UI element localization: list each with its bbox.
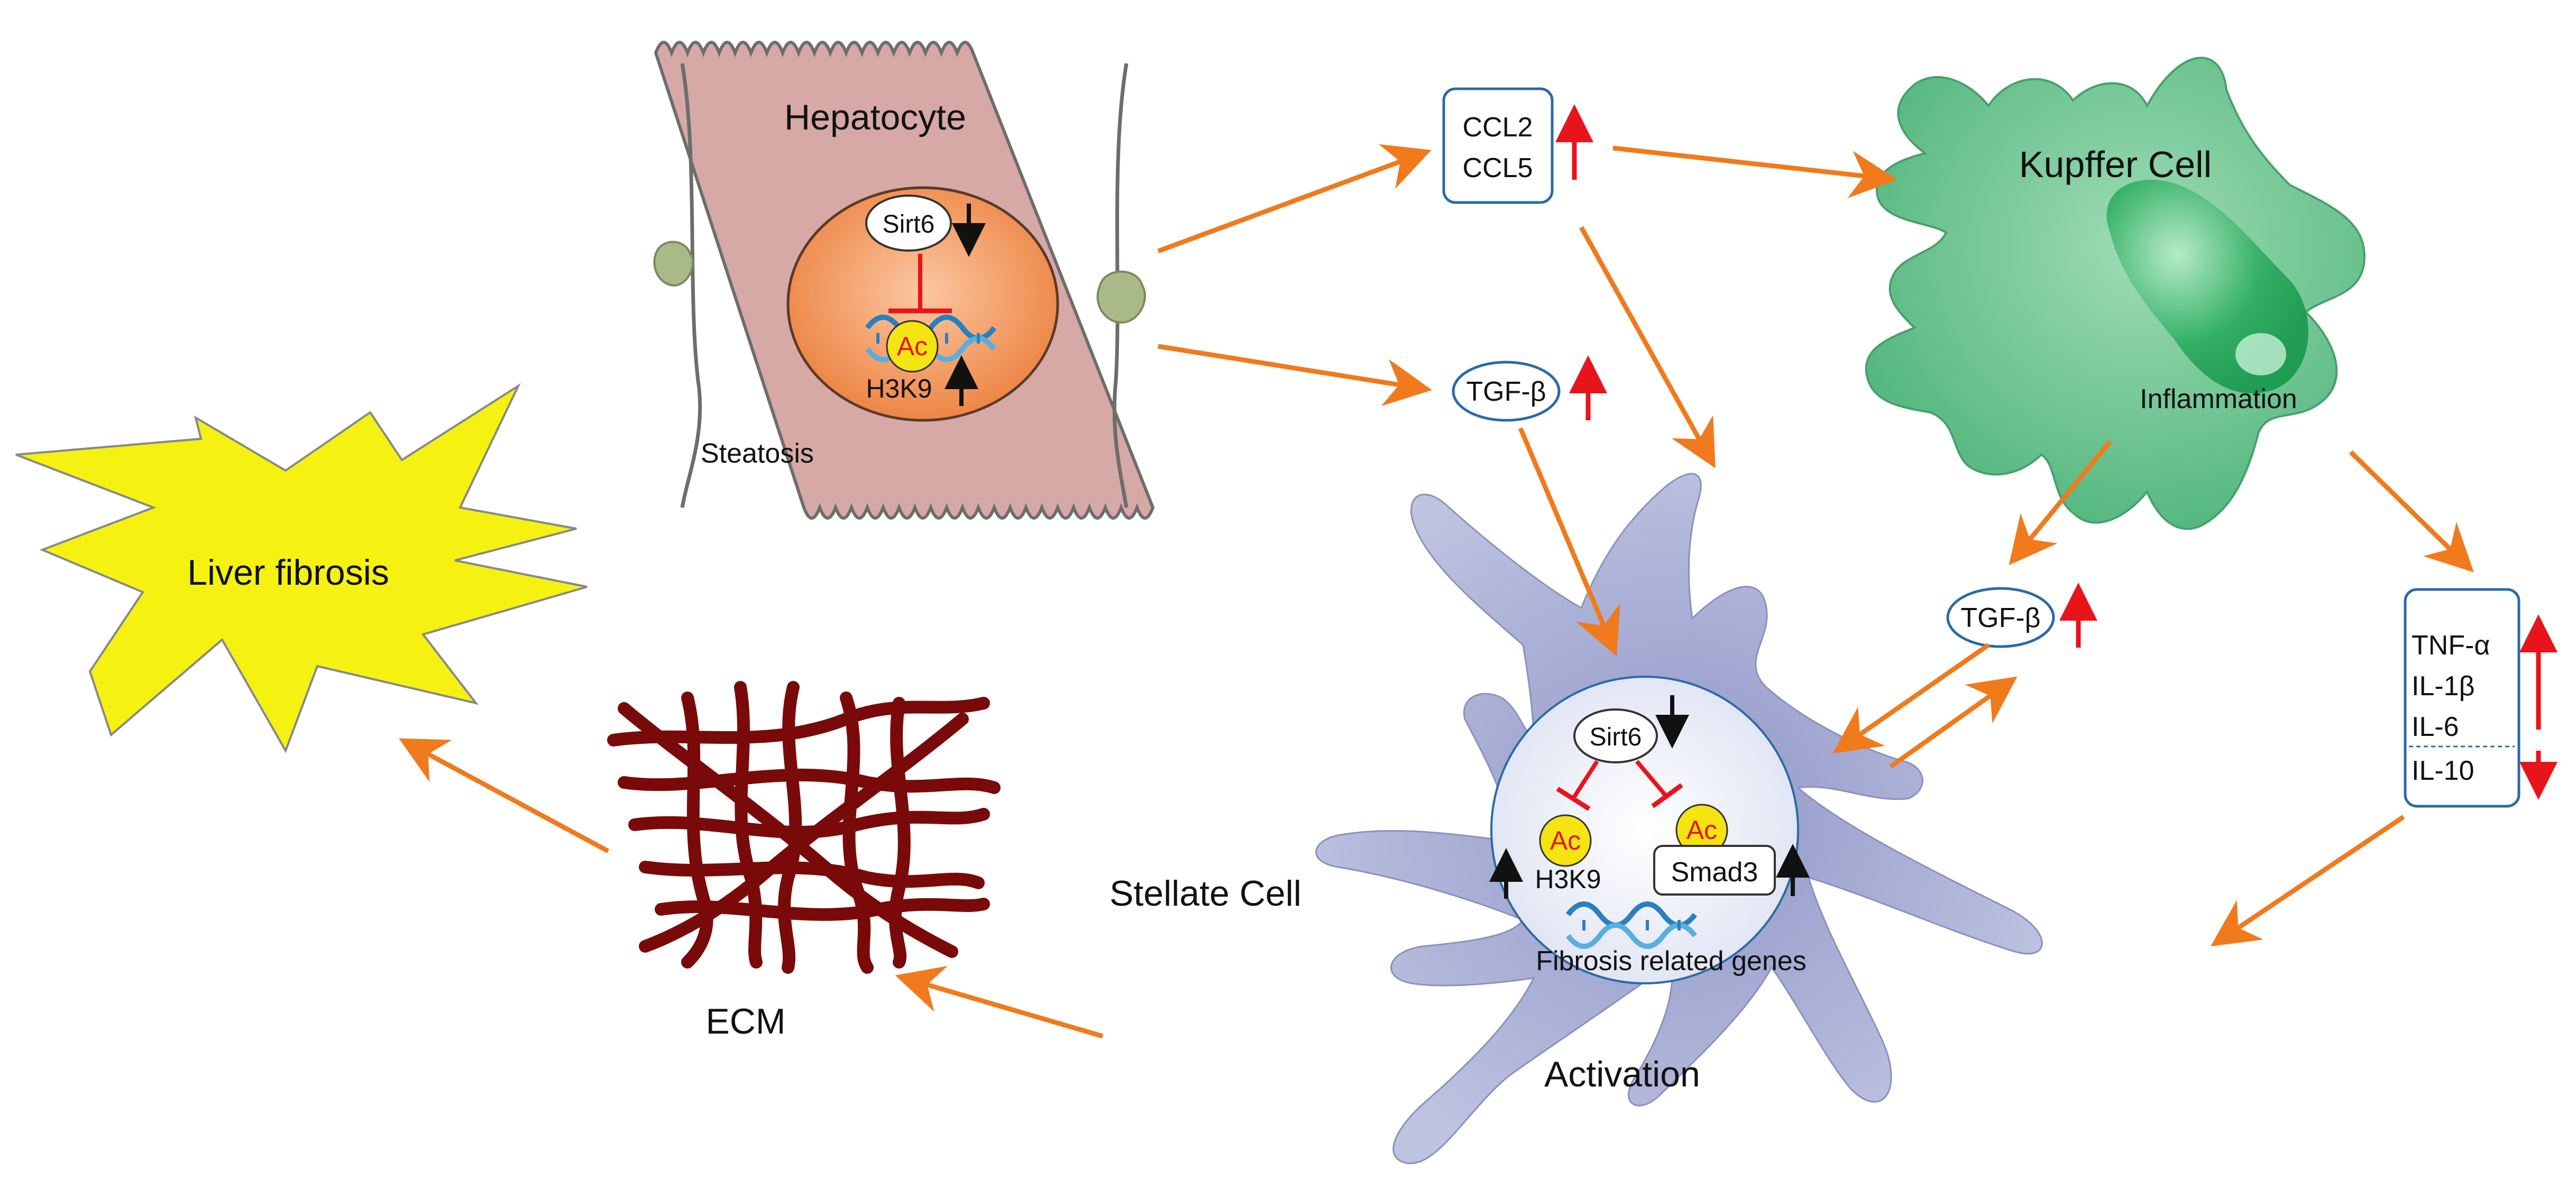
hepatocyte-title: Hepatocyte bbox=[784, 97, 966, 137]
flow-arrow-icon bbox=[1889, 676, 2018, 769]
stellate-nucleus bbox=[1490, 676, 1799, 984]
hepatocyte-condition-label: Steatosis bbox=[701, 438, 814, 469]
inhibition-icon bbox=[1556, 760, 1599, 811]
stellate-title: Stellate Cell bbox=[1110, 873, 1301, 914]
stellate-histone-acetyl-badge bbox=[1539, 814, 1592, 867]
hepatocyte-left-membrane bbox=[680, 63, 702, 508]
flow-arrow-icon bbox=[1158, 344, 1432, 407]
stellate-smad-acetyl-label: Ac bbox=[1686, 815, 1717, 845]
tgf-beta-hepatocyte: TGF-β bbox=[1452, 355, 1607, 422]
kupffer-body bbox=[1865, 57, 2366, 530]
stellate-histone-acetyl-label: Ac bbox=[1550, 826, 1581, 855]
tight-junction-left bbox=[653, 241, 694, 287]
stellate-state: Activation bbox=[1544, 1054, 1700, 1094]
smad3-box bbox=[1653, 845, 1776, 896]
cytokine-il1b: IL-1β bbox=[2412, 671, 2475, 702]
kupffer-nucleolus bbox=[2235, 333, 2286, 375]
hepatocyte-cell: Hepatocyte Sirt6 Ac H3K9 Steatosis bbox=[653, 41, 1155, 520]
cytokine-box: TNF-α IL-1β IL-6 IL-10 bbox=[2404, 588, 2557, 808]
flow-arrow-icon bbox=[2349, 450, 2474, 573]
tgf-beta-hepatocyte-label: TGF-β bbox=[1466, 376, 1546, 407]
stellate-smad-label: Smad3 bbox=[1671, 857, 1758, 888]
flow-arrow-icon bbox=[1832, 643, 1990, 754]
stellate-genes-label: Fibrosis related genes bbox=[1536, 946, 1807, 976]
liver-fibrosis-star bbox=[15, 383, 588, 753]
flow-arrow-icon bbox=[2009, 440, 2112, 565]
cytokine-tnf: TNF-α bbox=[2412, 630, 2490, 661]
chemokine-ccl5: CCL5 bbox=[1463, 153, 1533, 183]
liver-fibrosis-label: Liver fibrosis bbox=[187, 552, 389, 593]
stellate-cell: Sirt6 Ac Ac H3K9 Smad3 Fibrosis related … bbox=[1110, 473, 2043, 1164]
flow-arrow-icon bbox=[399, 738, 610, 853]
dna-icon bbox=[1566, 901, 1697, 949]
cytokine-il10: IL-10 bbox=[2412, 755, 2474, 786]
hepatocyte-right-membrane bbox=[1112, 63, 1129, 508]
ecm-fibers bbox=[607, 681, 1001, 974]
flow-arrow-icon bbox=[1612, 145, 1897, 198]
stellate-sirt6-label: Sirt6 bbox=[1590, 723, 1642, 751]
hepatocyte-acetyl-badge bbox=[886, 320, 939, 373]
hepatocyte-sirt6-oval bbox=[865, 195, 952, 252]
kupffer-state: Inflammation bbox=[2140, 384, 2297, 414]
flow-arrow-icon bbox=[895, 966, 1104, 1039]
hepatocyte-histone-label: H3K9 bbox=[866, 374, 932, 403]
hepatocyte-acetyl-label: Ac bbox=[897, 331, 928, 361]
kupffer-title: Kupffer Cell bbox=[2019, 144, 2212, 185]
cytokine-il6: IL-6 bbox=[2412, 712, 2459, 742]
chemokine-box: CCL2 CCL5 bbox=[1442, 87, 1593, 204]
inhibition-icon bbox=[1635, 760, 1683, 808]
inhibition-icon bbox=[888, 254, 952, 314]
tgf-beta-kupffer: TGF-β bbox=[1946, 583, 2097, 648]
tight-junction-right bbox=[1096, 270, 1146, 324]
tgf-beta-kupffer-label: TGF-β bbox=[1960, 603, 2040, 633]
chemokine-ccl2: CCL2 bbox=[1463, 112, 1533, 143]
flow-arrow-icon bbox=[1157, 144, 1432, 254]
flow-arrows bbox=[399, 144, 2474, 1039]
flow-arrow-icon bbox=[1579, 226, 1716, 468]
kupffer-cell: Kupffer Cell Inflammation bbox=[1865, 57, 2366, 530]
stellate-histone-label: H3K9 bbox=[1535, 864, 1601, 894]
flow-arrow-icon bbox=[1518, 427, 1620, 657]
hepatocyte-nucleus bbox=[786, 186, 1059, 422]
flow-arrow-icon bbox=[2211, 815, 2405, 947]
ecm-label: ECM bbox=[705, 1001, 785, 1041]
hepatocyte-sirt6-label: Sirt6 bbox=[883, 210, 935, 238]
